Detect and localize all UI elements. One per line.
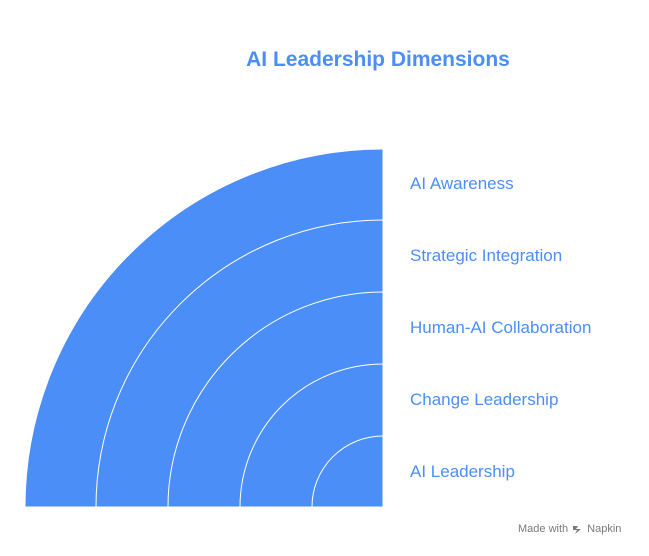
layer-label-strategic-integration: Strategic Integration [410, 246, 563, 265]
layer-label-human-ai-collaboration: Human-AI Collaboration [410, 318, 592, 337]
made-with-text: Made with [518, 523, 569, 535]
layer-label-ai-awareness: AI Awareness [410, 174, 514, 193]
diagram-title: AI Leadership Dimensions [246, 48, 510, 71]
napkin-brand-text: Napkin [587, 523, 622, 535]
made-with-napkin-credit[interactable]: Made with Napkin [518, 523, 621, 535]
napkin-logo-icon [573, 525, 582, 534]
layer-label-ai-leadership: AI Leadership [410, 462, 515, 481]
layer-ai-leadership-shape [311, 435, 384, 508]
layer-label-change-leadership: Change Leadership [410, 390, 559, 409]
